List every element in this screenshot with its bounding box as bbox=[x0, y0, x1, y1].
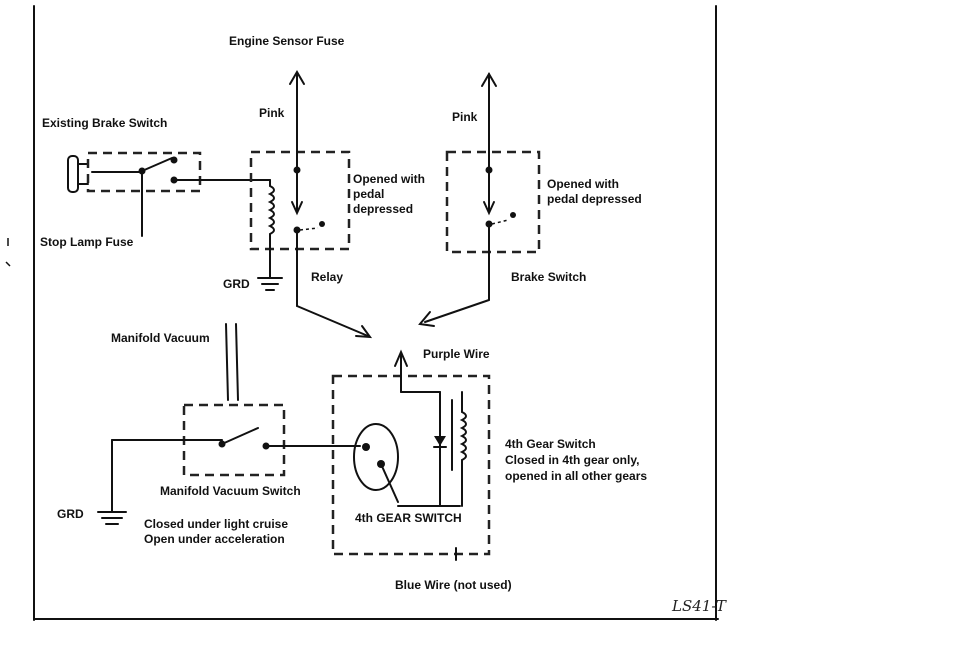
ground-label-bottom: GRD bbox=[57, 507, 84, 521]
pink-wire-label-right: Pink bbox=[452, 110, 478, 124]
manifold-vacuum-switch-label: Manifold Vacuum Switch bbox=[160, 484, 301, 498]
relay-symbol bbox=[249, 70, 373, 339]
manifold-vacuum-label: Manifold Vacuum bbox=[111, 331, 210, 345]
brake-note-line-2: pedal depressed bbox=[547, 192, 642, 206]
brake-note-line-1: Opened with bbox=[547, 177, 619, 191]
blue-wire-label: Blue Wire (not used) bbox=[395, 578, 512, 592]
cruise-note-line-2: Open under acceleration bbox=[144, 532, 285, 546]
ground-label-top: GRD bbox=[223, 277, 250, 291]
fourth-gear-note-line-1: Closed in 4th gear only, bbox=[505, 453, 639, 467]
brake-switch-symbol bbox=[418, 72, 541, 327]
fourth-gear-switch-label: 4th GEAR SWITCH bbox=[355, 511, 462, 525]
brake-switch-label: Brake Switch bbox=[511, 270, 586, 284]
diagram-frame bbox=[5, 5, 719, 621]
manifold-vacuum-switch-symbol bbox=[97, 323, 361, 525]
pink-wire-label-left: Pink bbox=[259, 106, 285, 120]
existing-brake-switch-label: Existing Brake Switch bbox=[42, 116, 167, 130]
signature-mark: LS41-T bbox=[671, 597, 727, 615]
engine-sensor-fuse-label: Engine Sensor Fuse bbox=[229, 34, 345, 48]
relay-note-line-2: pedal bbox=[353, 187, 384, 201]
relay-note-line-3: depressed bbox=[353, 202, 413, 216]
cruise-note-line-1: Closed under light cruise bbox=[144, 517, 288, 531]
relay-label: Relay bbox=[311, 270, 343, 284]
fourth-gear-switch-symbol bbox=[331, 349, 491, 561]
stop-lamp-fuse-label: Stop Lamp Fuse bbox=[40, 235, 134, 249]
fourth-gear-note-line-2: opened in all other gears bbox=[505, 469, 647, 483]
fourth-gear-switch-title: 4th Gear Switch bbox=[505, 437, 596, 451]
relay-note-line-1: Opened with bbox=[353, 172, 425, 186]
purple-wire-label: Purple Wire bbox=[423, 347, 490, 361]
existing-brake-switch-symbol bbox=[67, 151, 271, 237]
